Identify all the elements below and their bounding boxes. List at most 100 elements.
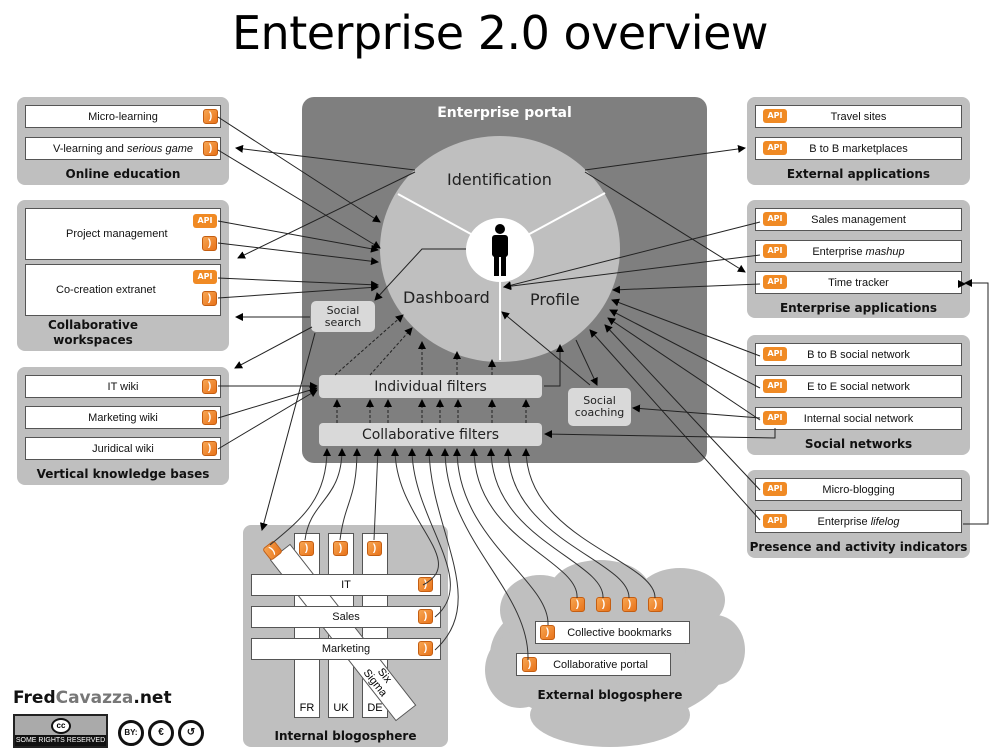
collaborative-filters[interactable]: Collaborative filters [319,423,542,446]
item-label: Collaborative portal [553,658,648,671]
row-label: Sales [332,611,360,623]
rss-icon[interactable]: ) [202,291,217,306]
api-badge[interactable]: API [193,214,217,228]
segment-identification[interactable]: Identification [447,170,552,189]
rss-icon[interactable]: ) [596,597,611,612]
rss-icon[interactable]: ) [202,236,217,251]
rss-icon[interactable]: ) [333,541,348,556]
brand-logo[interactable]: FredCavazza.net [13,688,172,708]
rss-icon[interactable]: ) [203,141,218,156]
rss-icon[interactable]: ) [367,541,382,556]
api-badge[interactable]: API [763,109,787,123]
rss-icon[interactable]: ) [202,410,217,425]
connector [217,389,318,450]
item-e2e-social-network[interactable]: E to E social network [755,375,962,398]
item-co-creation-extranet[interactable]: Co-creation extranet [25,264,221,316]
rss-icon[interactable]: ) [418,609,433,624]
segment-profile[interactable]: Profile [530,290,580,309]
item-micro-blogging[interactable]: Micro-blogging [755,478,962,501]
rss-icon[interactable]: ) [540,625,555,640]
connector [611,298,761,357]
brand-part: Cavazza [55,688,134,708]
row-marketing[interactable]: Marketing [251,638,441,660]
row-it[interactable]: IT [251,574,441,596]
item-internal-social-network[interactable]: Internal social network [755,407,962,430]
item-b2b-social-network[interactable]: B to B social network [755,343,962,366]
group-presence-indicators: Micro-blogging API Enterprise lifelog AP… [747,470,970,558]
item-collective-bookmarks[interactable]: Collective bookmarks [535,621,690,644]
page-title: Enterprise 2.0 overview [231,6,769,60]
api-badge[interactable]: API [763,411,787,425]
rss-icon[interactable]: ) [299,541,314,556]
connector [632,404,761,419]
group-enterprise-applications: Sales management API Enterprise mashup A… [747,200,970,318]
connector [963,279,989,525]
row-sales[interactable]: Sales [251,606,441,628]
connector [259,332,316,531]
api-badge[interactable]: API [763,514,787,528]
feed-curve [522,448,656,599]
rss-icon[interactable]: ) [622,597,637,612]
connector [501,311,591,386]
feed-curve [304,448,346,541]
api-badge[interactable]: API [763,141,787,155]
group-label: Presence and activity indicators [749,540,968,554]
group-social-networks: B to B social network API E to E social … [747,335,970,455]
item-label: Time tracker [828,276,889,289]
feed-curve [408,448,451,618]
rss-icon[interactable]: ) [202,441,217,456]
dashed-connector [334,314,404,376]
api-badge[interactable]: API [763,379,787,393]
column-label: FR [299,702,315,714]
brand-part: .net [133,688,172,708]
segment-dashboard[interactable]: Dashboard [403,288,490,307]
item-label: Collective bookmarks [567,626,672,639]
rss-icon[interactable]: ) [203,109,218,124]
api-badge[interactable]: API [763,244,787,258]
item-sales-management[interactable]: Sales management [755,208,962,231]
dashed-connector [369,327,413,376]
item-enterprise-mashup[interactable]: Enterprise mashup [755,240,962,263]
feed-curve [269,448,331,546]
api-badge[interactable]: API [763,482,787,496]
feed-curve [504,448,630,599]
noncommercial-icon: € [148,720,174,746]
item-label: Enterprise lifelog [817,515,900,528]
rss-icon[interactable]: ) [418,641,433,656]
column-label: UK [333,702,349,714]
api-badge[interactable]: API [193,270,217,284]
connector [503,221,761,290]
item-collaborative-portal[interactable]: Collaborative portal [516,653,671,676]
cc-icon: cc [51,718,71,734]
api-badge[interactable]: API [763,212,787,226]
item-project-management[interactable]: Project management [25,208,221,260]
item-enterprise-lifelog[interactable]: Enterprise lifelog [755,510,962,533]
feed-curve [453,448,549,626]
item-travel-sites[interactable]: Travel sites [755,105,962,128]
item-it-wiki[interactable]: IT wiki [25,375,221,398]
connector [612,283,761,294]
item-v-learning[interactable]: V-learning and serious game [25,137,221,160]
rss-icon[interactable]: ) [202,379,217,394]
by-icon: BY: [118,720,144,746]
individual-filters[interactable]: Individual filters [319,375,542,398]
connector [589,329,761,521]
feed-curve [441,448,529,661]
item-juridical-wiki[interactable]: Juridical wiki [25,437,221,460]
api-badge[interactable]: API [763,275,787,289]
item-micro-learning[interactable]: Micro-learning [25,105,221,128]
connector [235,144,416,171]
api-badge[interactable]: API [763,347,787,361]
item-label: B to B marketplaces [809,142,908,155]
connector [584,144,746,171]
item-time-tracker[interactable]: Time tracker [755,271,962,294]
item-b2b-marketplaces[interactable]: B to B marketplaces [755,137,962,160]
item-marketing-wiki[interactable]: Marketing wiki [25,406,221,429]
rss-icon[interactable]: ) [522,657,537,672]
cc-badge[interactable]: cc SOME RIGHTS RESERVED [13,714,108,748]
